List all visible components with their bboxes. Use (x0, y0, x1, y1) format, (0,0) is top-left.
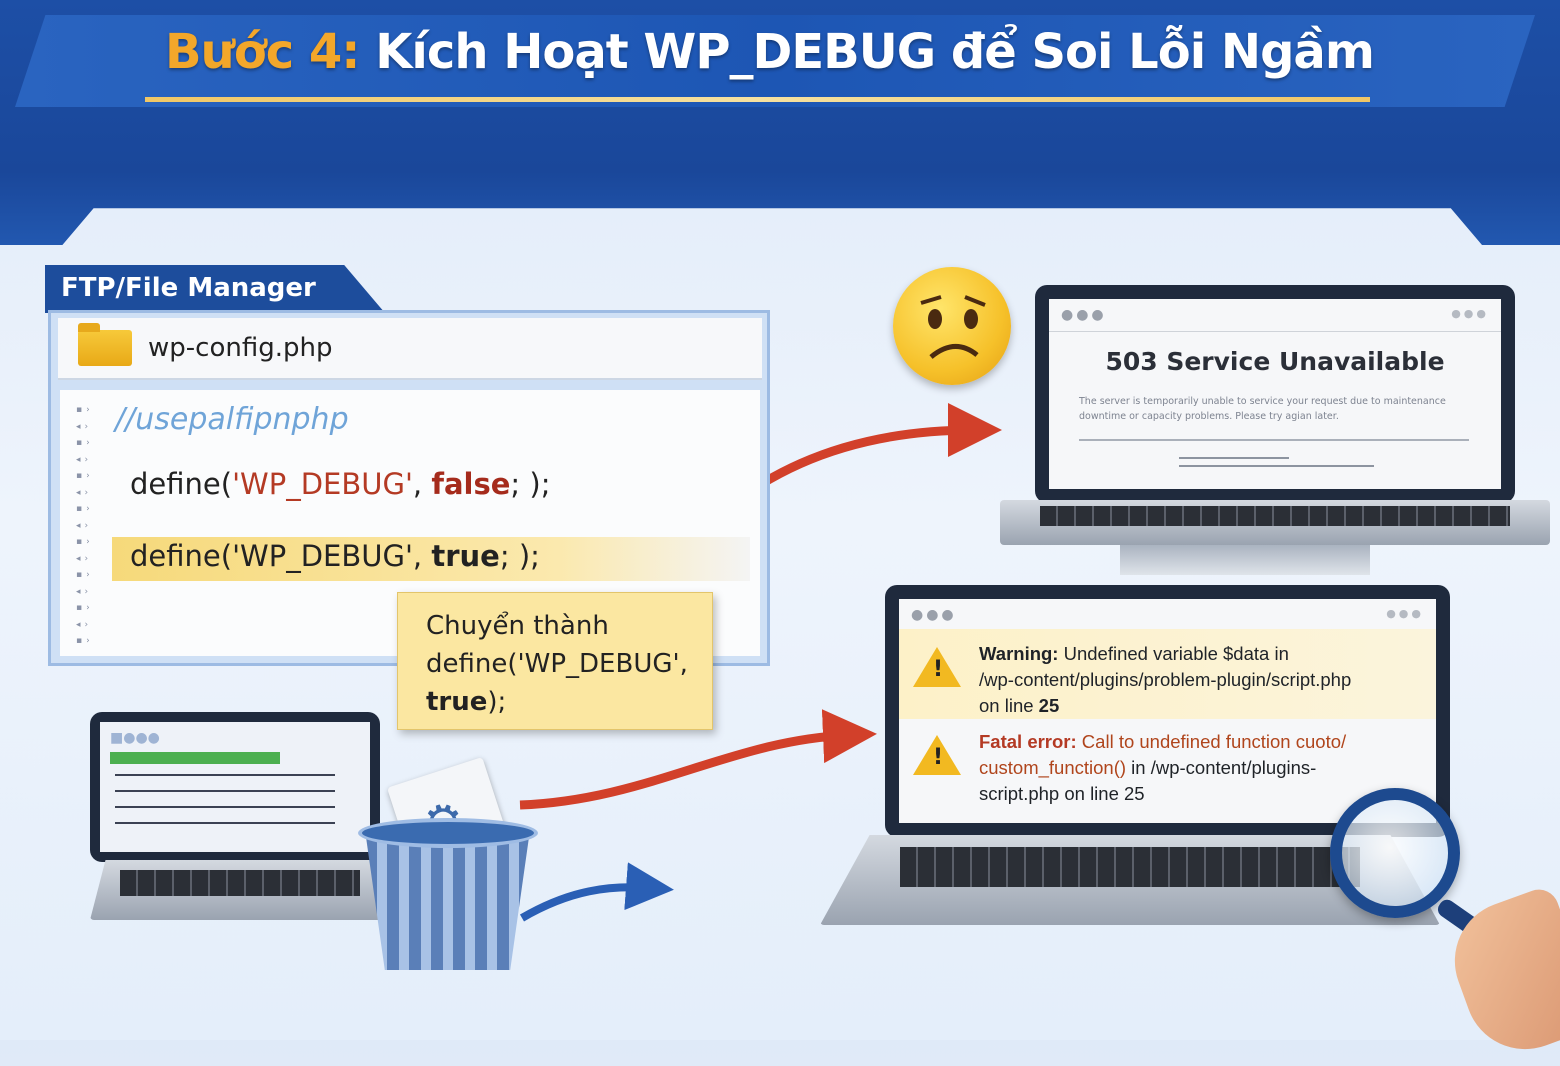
window-dots: ●●● (1061, 307, 1107, 323)
log-lines (115, 774, 335, 776)
fatal-warning-icon: ! (913, 735, 961, 775)
laptop-errors: ●●● ●●● ! Warning: Undefined variable $da… (885, 585, 1450, 837)
error-503-title: 503 Service Unavailable (1105, 347, 1445, 376)
code-end: ; ); (510, 467, 551, 501)
step-label: Bước 4: (165, 24, 360, 80)
ftp-tab[interactable]: FTP/File Manager (45, 265, 385, 313)
note-line-1: Chuyển thành (426, 611, 609, 641)
arrow-blue (519, 862, 674, 922)
title-banner (15, 15, 1535, 107)
code-comment: //usepalfipnphp (115, 402, 349, 437)
fatal-path: in /wp-content/plugins- (1126, 757, 1317, 778)
window-dots: ■●●● (110, 730, 160, 746)
screen-503: ●●● ●●● 503 Service Unavailable The serve… (1049, 299, 1501, 489)
code-line-true: define('WP_DEBUG', true; ); (130, 539, 540, 573)
code-value-false: false (431, 467, 511, 501)
trash-rim (358, 818, 538, 848)
page-title: Bước 4: Kích Hoạt WP_DEBUG để Soi Lỗi Ng… (165, 24, 1375, 80)
line-gutter: ▪›◂›▪›◂›▪›◂›▪›◂›▪›◂›▪›◂›▪›◂›▪› (76, 405, 94, 646)
magnifier-icon (1330, 788, 1460, 918)
file-name[interactable]: wp-config.php (148, 333, 333, 363)
trash-icon (365, 830, 530, 970)
note-end: ); (487, 687, 507, 717)
warning-line-number: 25 (1038, 695, 1060, 716)
code-sep: , (412, 467, 432, 501)
window-dots: ●●● (911, 607, 957, 623)
code-const: 'WP_DEBUG' (232, 539, 413, 573)
warning-row-bg (899, 629, 1436, 719)
code-sep: , (412, 539, 432, 573)
fatal-error-message: Fatal error: Call to undefined function … (899, 729, 1436, 807)
laptop-503: ●●● ●●● 503 Service Unavailable The serve… (1035, 285, 1515, 503)
warning-message: Warning: Undefined variable $data in /wp… (899, 641, 1436, 719)
folder-icon (78, 323, 132, 366)
warning-label: Warning: (979, 643, 1059, 664)
fatal-function: custom_function() (979, 757, 1127, 778)
sticky-note: Chuyển thành define('WP_DEBUG', true); (397, 592, 713, 730)
screen-errors: ●●● ●●● ! Warning: Undefined variable $da… (899, 599, 1436, 823)
laptop-503-stand (1120, 545, 1370, 575)
small-laptop: ■●●● (90, 712, 380, 862)
error-503-body: The server is temporarily unable to serv… (1079, 396, 1446, 422)
warning-text: Undefined variable $data in (1058, 643, 1289, 664)
code-value-true: true (431, 539, 500, 573)
note-line-3: true); (426, 683, 684, 721)
fatal-text: Call to undefined function cuoto/ (1076, 731, 1347, 752)
title-text: Kích Hoạt WP_DEBUG để Soi Lỗi Ngầm (375, 24, 1375, 80)
warning-line-text: on line (979, 695, 1039, 716)
code-func: define( (130, 539, 233, 573)
file-header (58, 318, 762, 380)
title-underline (145, 97, 1370, 102)
fatal-line: script.php on line 25 (979, 783, 1145, 804)
code-end: ; ); (499, 539, 540, 573)
arrow-to-errors (519, 709, 877, 810)
note-true: true (426, 687, 488, 717)
code-line-false: define('WP_DEBUG', false; ); (130, 467, 551, 501)
window-dots-right: ●●● (1386, 607, 1424, 620)
warning-icon: ! (913, 647, 961, 687)
fatal-label: Fatal error: (979, 731, 1077, 752)
code-func: define( (130, 467, 233, 501)
note-line-2: define('WP_DEBUG', (426, 649, 688, 679)
laptop-503-base (1000, 500, 1550, 545)
code-const: 'WP_DEBUG' (232, 467, 413, 501)
highlighted-line (112, 537, 750, 581)
small-laptop-base (90, 860, 400, 920)
sad-face-emoji (893, 267, 1011, 385)
warning-path: /wp-content/plugins/problem-plugin/scrip… (979, 669, 1352, 690)
window-dots-right: ●●● (1451, 307, 1489, 320)
success-bar (110, 752, 280, 764)
small-laptop-screen: ■●●● (100, 722, 370, 852)
